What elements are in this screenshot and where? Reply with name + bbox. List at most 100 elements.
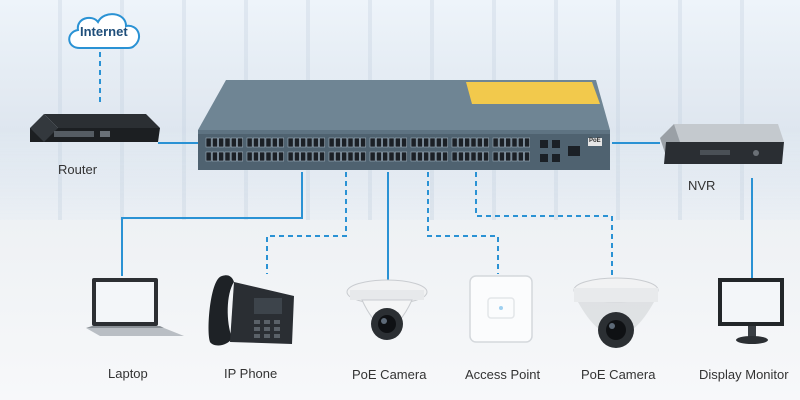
dome-camera-icon (346, 279, 428, 340)
switch-port (388, 151, 395, 162)
switch-port (492, 151, 499, 162)
switch-port (483, 137, 489, 148)
switch-port (224, 137, 231, 148)
switch-port (328, 137, 335, 148)
switch-port (319, 137, 325, 148)
switch-port (517, 151, 524, 162)
switch-port (353, 151, 360, 162)
switch-port (382, 151, 389, 162)
switch-port (271, 137, 278, 148)
switch-port (218, 137, 225, 148)
router-device (30, 108, 160, 152)
switch-port (429, 151, 436, 162)
switch-port (394, 151, 401, 162)
access-point-icon (469, 275, 533, 343)
laptop-label: Laptop (108, 366, 148, 381)
switch-port (237, 137, 243, 148)
nvr-label: NVR (688, 178, 716, 193)
switch-port (376, 137, 382, 148)
switch-port (230, 137, 237, 148)
switch-port (335, 137, 341, 148)
phone-icon (208, 275, 294, 346)
display-monitor-device (716, 276, 788, 346)
switch-port (259, 137, 266, 148)
link-switch-ap (427, 172, 499, 274)
switch-port (347, 151, 354, 162)
internet-label: Internet (80, 24, 128, 39)
switch-port (252, 151, 259, 162)
switch-port (306, 151, 313, 162)
switch-port (347, 137, 354, 148)
switch-port (312, 137, 319, 148)
switch-port (224, 151, 231, 162)
switch-port (498, 151, 505, 162)
switch-port (524, 151, 530, 162)
switch-port (498, 137, 505, 148)
switch-port (369, 151, 376, 162)
switch-port (328, 151, 335, 162)
cloud-icon (68, 13, 141, 49)
switch-port (451, 137, 458, 148)
poe-camera-1-device (344, 278, 430, 350)
nvr-icon (660, 124, 784, 164)
switch-port (429, 137, 436, 148)
laptop-icon (86, 278, 184, 336)
router-icon (30, 114, 160, 142)
switch-port (451, 151, 458, 162)
dome-camera-icon (573, 277, 659, 348)
switch-port (369, 137, 376, 148)
switch-port (464, 151, 471, 162)
switch-port (341, 137, 348, 148)
ip-phone-label: IP Phone (224, 366, 278, 381)
switch-port (294, 137, 300, 148)
switch-port (237, 151, 243, 162)
switch-port (306, 137, 313, 148)
switch-port (410, 137, 417, 148)
switch-port (376, 151, 382, 162)
switch-port (435, 137, 442, 148)
switch-port (278, 151, 284, 162)
switch-port (423, 137, 430, 148)
switch-port (442, 151, 448, 162)
switch-port (457, 137, 464, 148)
switch-port (265, 137, 272, 148)
switch-port (265, 151, 272, 162)
switch-port (476, 151, 483, 162)
switch-port (388, 137, 395, 148)
switch-port (394, 137, 401, 148)
switch-port (410, 151, 417, 162)
monitor-icon (718, 278, 784, 344)
switch-port (353, 137, 360, 148)
switch-port (319, 151, 325, 162)
display-monitor-label: Display Monitor (699, 367, 789, 382)
switch-port (423, 151, 430, 162)
switch-port (300, 151, 307, 162)
switch-port (271, 151, 278, 162)
ip-phone-device (204, 272, 296, 350)
switch-port (278, 137, 284, 148)
switch-port (505, 151, 512, 162)
switch-port (457, 151, 464, 162)
switch-port (287, 137, 294, 148)
switch-port (259, 151, 266, 162)
poe-camera-2-device (570, 276, 662, 362)
switch-port (205, 151, 212, 162)
switch-port (524, 137, 530, 148)
switch-port (511, 137, 518, 148)
switch-port (476, 137, 483, 148)
switch-port (300, 137, 307, 148)
switch-port (470, 137, 477, 148)
switch-port (205, 137, 212, 148)
switch-icon (198, 80, 610, 170)
internet-cloud: Internet (62, 8, 146, 54)
switch-port (287, 151, 294, 162)
switch-port (517, 137, 524, 148)
switch-port (294, 151, 300, 162)
switch-port (230, 151, 237, 162)
switch-port (470, 151, 477, 162)
switch-port (341, 151, 348, 162)
switch-port (246, 137, 253, 148)
switch-port (464, 137, 471, 148)
access-point-label: Access Point (465, 367, 541, 382)
